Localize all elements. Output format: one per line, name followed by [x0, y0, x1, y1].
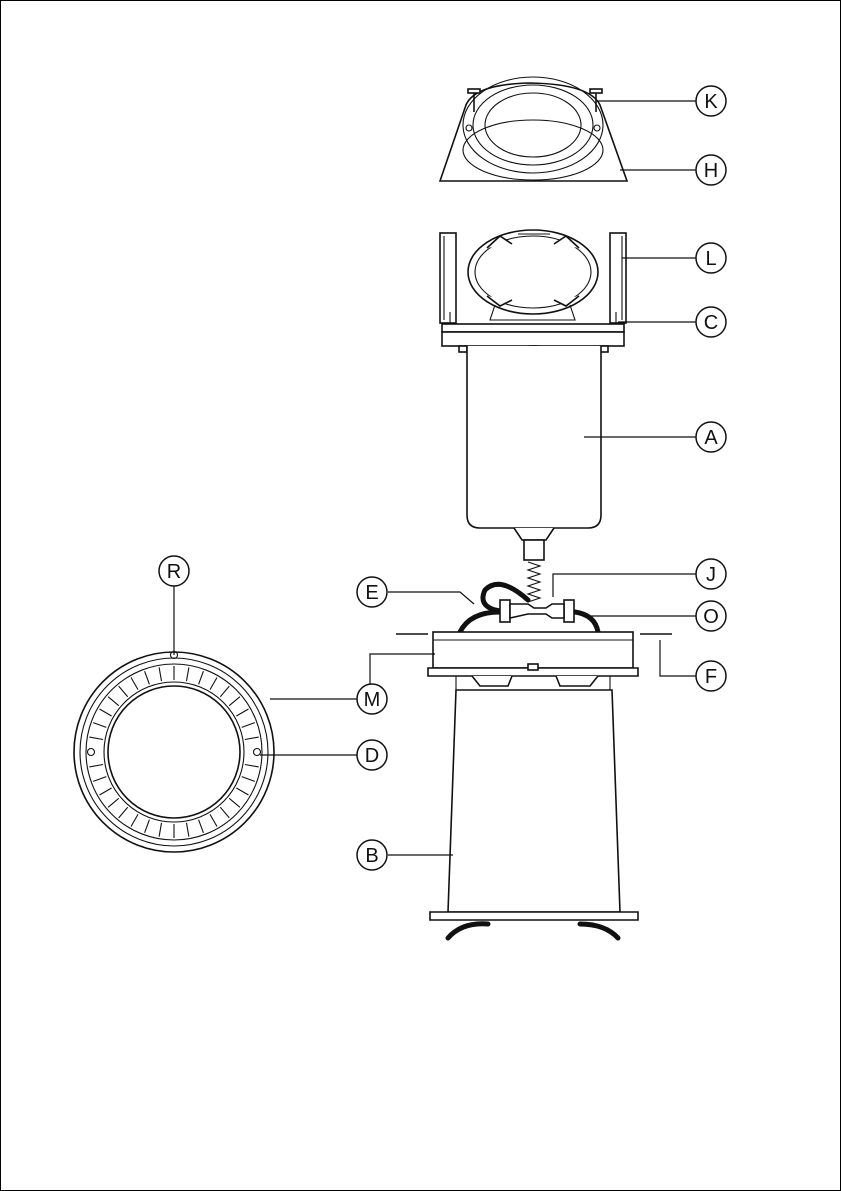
callout-e: E — [357, 577, 387, 607]
callout-o-label: O — [703, 606, 719, 628]
callout-d-label: D — [365, 745, 379, 767]
ring-slot-divider — [89, 737, 103, 739]
ring-slot-divider — [199, 820, 204, 833]
ring-hole-left — [88, 749, 95, 756]
callout-h: H — [696, 155, 726, 185]
ring-slot-divider — [100, 788, 112, 795]
ring-slot-divider — [131, 678, 138, 690]
ring-slot-divider — [236, 788, 248, 795]
ring-slot-divider — [131, 814, 138, 826]
ring-slot-divider — [93, 723, 106, 728]
callout-l: L — [696, 243, 726, 273]
ring-slot-divider — [187, 823, 189, 837]
ring-slot-divider — [100, 709, 112, 716]
callout-r-label: R — [167, 561, 181, 583]
ring-slot-divider — [210, 678, 217, 690]
callout-o: O — [696, 601, 726, 631]
callout-j: J — [696, 559, 726, 589]
ring-louver-slots — [89, 666, 258, 838]
callout-h-label: H — [704, 160, 718, 182]
ring-slot-divider — [236, 709, 248, 716]
callout-j-label: J — [706, 564, 716, 586]
ring-slot-divider — [229, 798, 240, 807]
ring-slot-divider — [220, 807, 229, 818]
callout-b: B — [357, 840, 387, 870]
ring-slot-divider — [159, 823, 161, 837]
ring-slot-divider — [220, 686, 229, 697]
ring-slot-divider — [119, 807, 128, 818]
part-j-connector — [500, 600, 574, 622]
callout-a: A — [696, 422, 726, 452]
ring-slot-divider — [245, 737, 259, 739]
part-a-upper-assembly — [468, 230, 598, 320]
callout-c-label: C — [704, 312, 718, 334]
ring-slot-divider — [145, 671, 150, 684]
callout-d: D — [357, 740, 387, 770]
callout-f: F — [696, 661, 726, 691]
callout-k-label: K — [704, 91, 718, 113]
callout-m: M — [357, 684, 387, 714]
ring-slot-divider — [199, 671, 204, 684]
callout-a-label: A — [704, 427, 718, 449]
ring-slot-divider — [89, 765, 103, 767]
ring-slot-divider — [210, 814, 217, 826]
callout-b-label: B — [365, 845, 378, 867]
callout-l-label: L — [705, 248, 716, 270]
ring-slot-divider — [245, 765, 259, 767]
callout-e-label: E — [365, 582, 378, 604]
callout-r: R — [159, 556, 189, 586]
callout-m-label: M — [364, 689, 381, 711]
part-e-cable-spring — [460, 562, 598, 632]
part-b-installation-box — [430, 690, 638, 938]
ring-slot-divider — [242, 777, 255, 782]
top-view-ring — [74, 652, 274, 853]
part-m-seat-flange — [428, 632, 638, 690]
ring-slot-divider — [229, 697, 240, 706]
ring-slot-divider — [242, 723, 255, 728]
leader-lines — [174, 101, 697, 855]
ring-hole-right — [254, 749, 261, 756]
ring-slot-divider — [159, 667, 161, 681]
ring-slot-divider — [119, 686, 128, 697]
ring-slot-divider — [108, 697, 119, 706]
ring-slot-divider — [187, 667, 189, 681]
ring-slot-divider — [145, 820, 150, 833]
callout-k: K — [696, 86, 726, 116]
ring-slot-divider — [108, 798, 119, 807]
callout-c: C — [696, 307, 726, 337]
ring-slot-divider — [93, 777, 106, 782]
callout-f-label: F — [705, 666, 717, 688]
part-a-cylinder-body — [467, 346, 601, 560]
